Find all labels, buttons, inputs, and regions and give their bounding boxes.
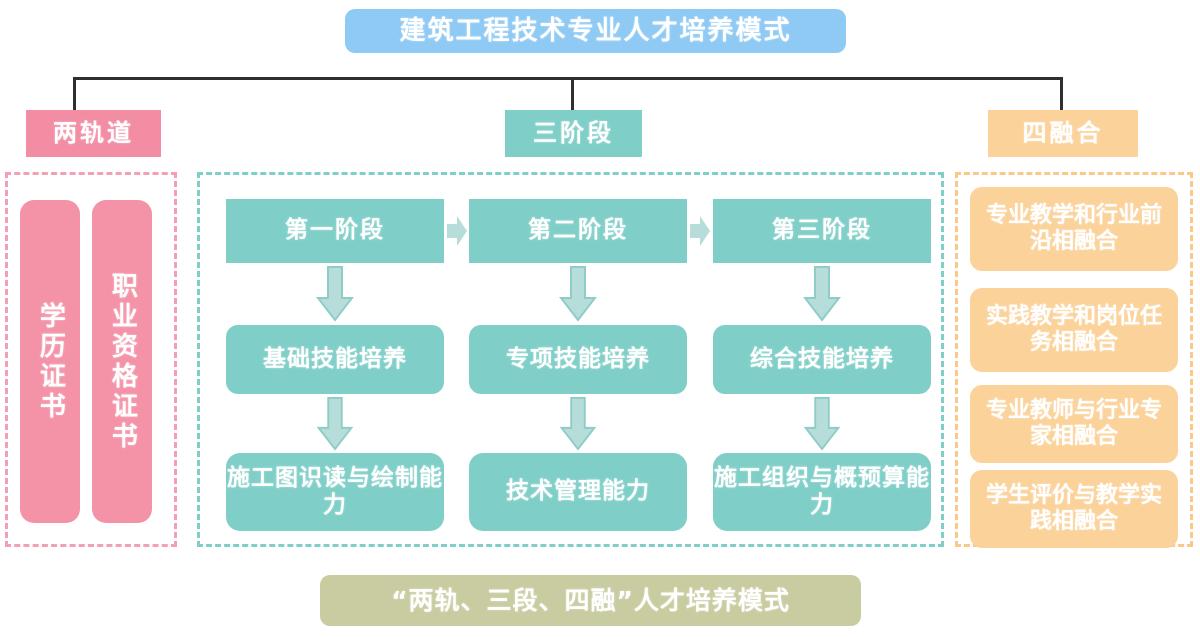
certificate-card-degree[interactable]: 学历证书 bbox=[20, 200, 80, 523]
arrow-down-icon-a2 bbox=[559, 397, 597, 451]
integration-card-2[interactable]: 实践教学和岗位任务相融合 bbox=[970, 288, 1178, 372]
group-box-three-stages bbox=[197, 172, 944, 547]
arrow-down-icon-s1 bbox=[316, 266, 354, 322]
skill-box-1[interactable]: 基础技能培养 bbox=[226, 325, 444, 394]
stage-box-2[interactable]: 第二阶段 bbox=[469, 199, 687, 263]
arrow-right-icon-2 bbox=[690, 216, 710, 246]
ability-box-1[interactable]: 施工图识读与绘制能力 bbox=[226, 453, 444, 531]
group-box-two-tracks bbox=[5, 172, 177, 547]
column-header-two-tracks: 两轨道 bbox=[26, 110, 161, 157]
skill-box-3[interactable]: 综合技能培养 bbox=[713, 325, 931, 394]
ability-box-3[interactable]: 施工组织与概预算能力 bbox=[713, 453, 931, 531]
arrow-down-icon-s3 bbox=[803, 266, 841, 322]
summary-banner: “两轨、三段、四融”人才培养模式 bbox=[320, 575, 861, 626]
column-header-three-stages: 三阶段 bbox=[505, 110, 642, 157]
arrow-down-icon-a3 bbox=[803, 397, 841, 451]
connector-vertical-right bbox=[1060, 77, 1063, 110]
column-header-four-integrations: 四融合 bbox=[988, 110, 1138, 157]
stage-box-3[interactable]: 第三阶段 bbox=[713, 199, 931, 263]
connector-horizontal bbox=[73, 77, 1063, 80]
connector-vertical-center bbox=[571, 77, 574, 110]
ability-box-2[interactable]: 技术管理能力 bbox=[469, 453, 687, 531]
integration-card-4[interactable]: 学生评价与教学实践相融合 bbox=[970, 470, 1178, 548]
connector-vertical-left bbox=[73, 77, 76, 110]
page-title: 建筑工程技术专业人才培养模式 bbox=[345, 9, 846, 53]
certificate-card-vocational[interactable]: 职业资格证书 bbox=[92, 200, 152, 523]
integration-card-3[interactable]: 专业教师与行业专家相融合 bbox=[970, 385, 1178, 463]
skill-box-2[interactable]: 专项技能培养 bbox=[469, 325, 687, 394]
arrow-down-icon-s2 bbox=[559, 266, 597, 322]
arrow-right-icon-1 bbox=[447, 216, 467, 246]
arrow-down-icon-a1 bbox=[316, 397, 354, 451]
stage-box-1[interactable]: 第一阶段 bbox=[226, 199, 444, 263]
integration-card-1[interactable]: 专业教学和行业前沿相融合 bbox=[970, 187, 1178, 271]
